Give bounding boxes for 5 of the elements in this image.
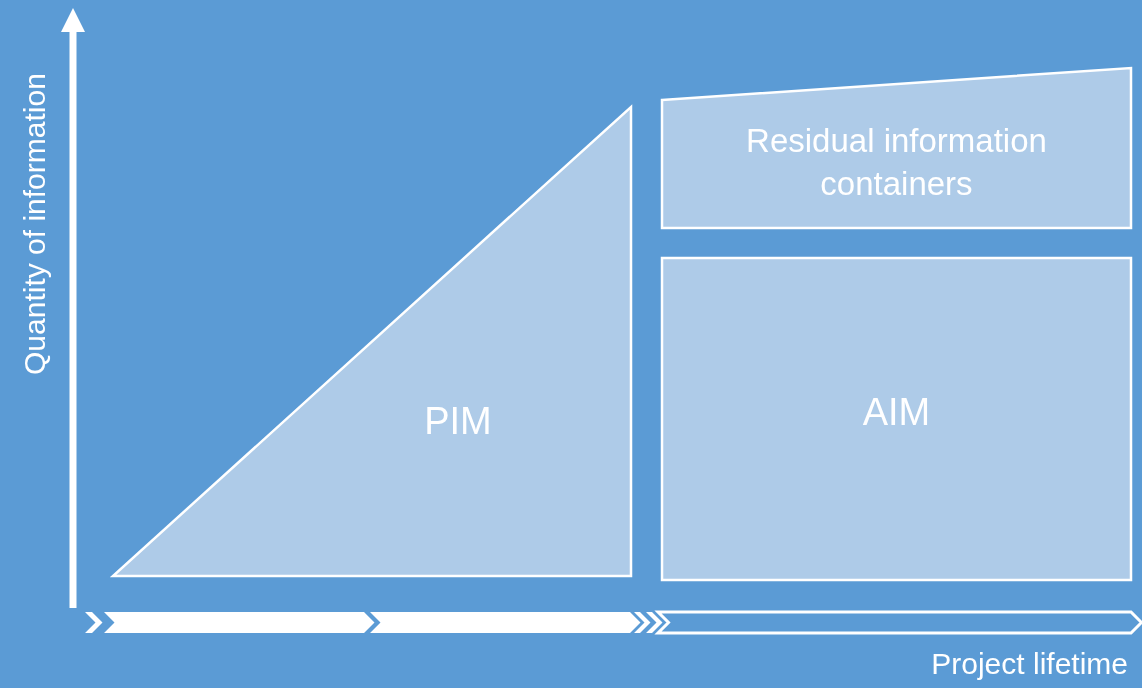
node-label: AIM: [861, 390, 932, 435]
node-label: Residual information containers: [745, 121, 1048, 204]
x-axis-title: Project lifetime: [931, 647, 1128, 681]
node-label: PIM: [423, 399, 493, 444]
y-axis-title: Quantity of information: [18, 75, 52, 375]
